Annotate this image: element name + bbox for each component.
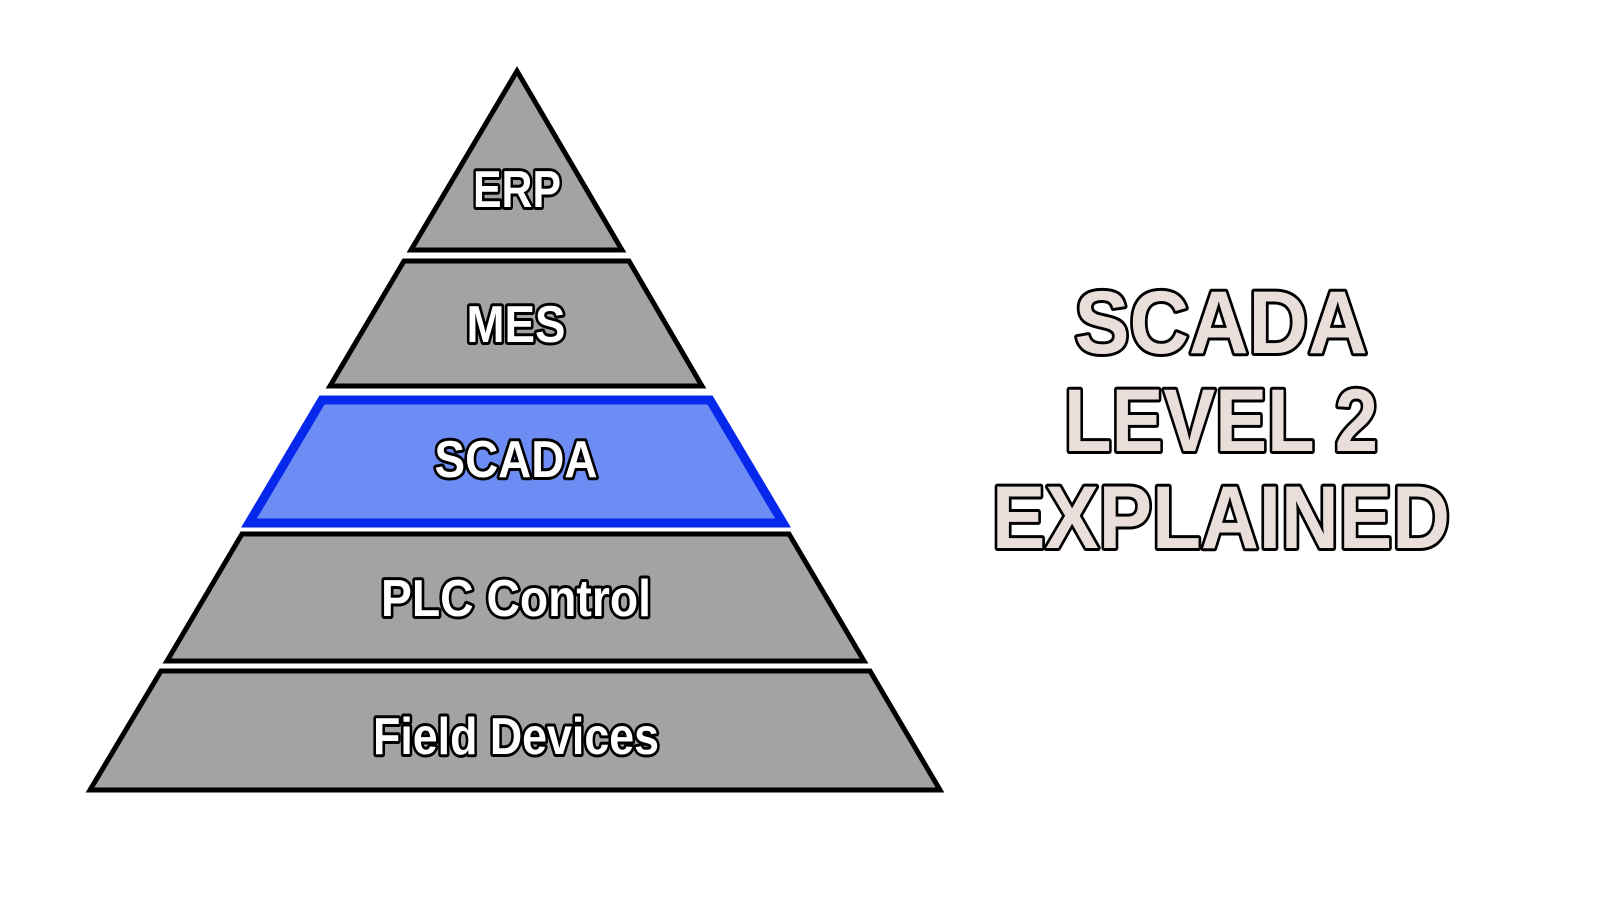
pyramid-level-scada-highlighted	[241, 395, 791, 528]
title-line-explained: EXPLAINED	[992, 467, 1450, 567]
automation-pyramid: ERP MES SCADA PLC Control Field Devices	[85, 66, 945, 793]
pyramid-label-field-devices: Field Devices	[373, 708, 659, 766]
pyramid-label-scada: SCADA	[435, 431, 598, 489]
pyramid-level-field-devices	[85, 668, 945, 793]
pyramid-level-plc	[162, 531, 869, 664]
pyramid-level-erp	[406, 66, 627, 253]
title-block: SCADA LEVEL 2 EXPLAINED	[989, 269, 1453, 570]
title-line-level-2: LEVEL 2	[1064, 370, 1378, 470]
pyramid-label-erp: ERP	[473, 161, 561, 219]
title-line-scada: SCADA	[1075, 272, 1368, 372]
pyramid-level-mes	[325, 258, 707, 389]
pyramid-label-plc-control: PLC Control	[381, 570, 651, 628]
pyramid-label-mes: MES	[467, 296, 566, 354]
